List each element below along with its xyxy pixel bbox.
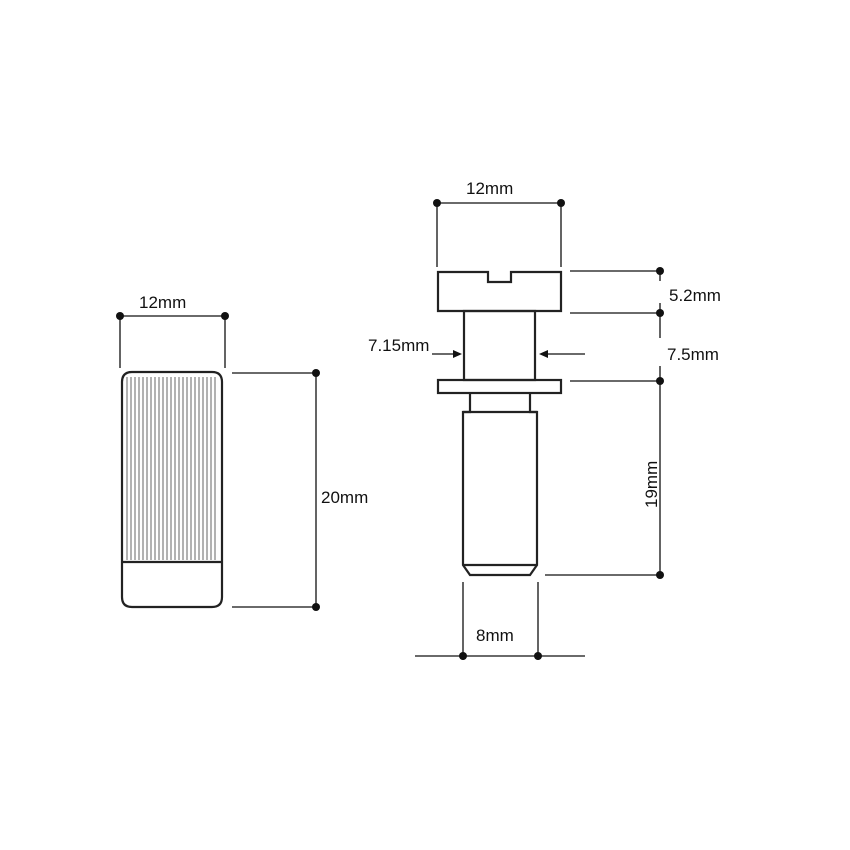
knob-knurling [126,377,216,560]
screw-head-width-label: 12mm [466,179,513,198]
knob-height-dimension: 20mm [232,369,368,611]
screw-shaft-height-label: 7.5mm [667,345,719,364]
knob-width-label: 12mm [139,293,186,312]
knob-body-outline [120,370,224,609]
screw-collar [436,378,563,395]
screw-shaft-diameter-label: 7.15mm [368,336,429,355]
screw-head [436,270,563,313]
screw-vertical-dimensions: 5.2mm 7.5mm 19mm [545,267,721,579]
screw-head-width-dimension: 12mm [433,179,565,267]
slotted-screw [436,270,563,577]
screw-stem [461,393,539,577]
screw-shaft [462,309,537,382]
knob-height-label: 20mm [321,488,368,507]
knurled-knob [120,370,224,609]
screw-stem-width-dimension: 8mm [415,582,585,660]
screw-shaft-diameter-dimension: 7.15mm [368,336,585,358]
screw-head-height-label: 5.2mm [669,286,721,305]
knob-width-dimension: 12mm [116,293,229,368]
screw-stem-width-label: 8mm [476,626,514,645]
screw-stem-length-label: 19mm [642,461,661,508]
